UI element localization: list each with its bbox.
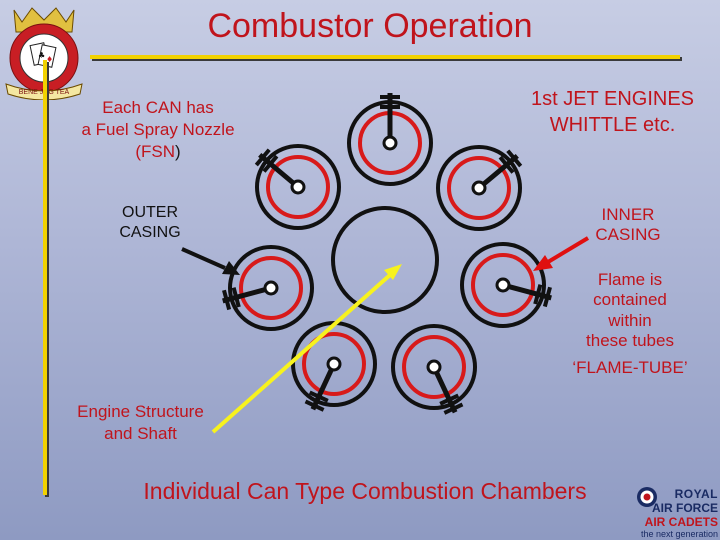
fuel-spray-nozzle <box>310 368 334 411</box>
jet-label-line2: WHITTLE etc. <box>549 114 676 137</box>
svg-text:♣: ♣ <box>38 51 45 60</box>
fsn-label: Each CAN has a Fuel Spray Nozzle (FSN) <box>58 97 258 162</box>
engine-structure-arrow <box>211 264 402 434</box>
title-divider-vertical <box>43 60 47 495</box>
fsn-close-paren: ) <box>175 141 181 161</box>
outer-label-line2: CASING <box>119 223 181 241</box>
raf-logo-line2: AIR FORCE <box>652 501 718 515</box>
flame-label-line5: ‘FLAME-TUBE’ <box>572 357 688 377</box>
engine-label-line1: Engine Structure <box>77 402 204 421</box>
slide-caption: Individual Can Type Combustion Chambers <box>143 478 587 504</box>
fuel-spray-nozzle <box>222 287 266 304</box>
combustion-can <box>254 144 341 230</box>
svg-text:♦: ♦ <box>46 55 53 64</box>
fsn-abbr: FSN <box>141 141 175 161</box>
engine-shaft-circle <box>331 206 439 314</box>
fsn-open-paren: ( <box>135 141 141 161</box>
raf-air-cadets-logo: ROYAL AIR FORCE AIR CADETS the next gene… <box>632 482 720 540</box>
combustion-can <box>222 245 314 331</box>
combustion-can <box>291 321 377 412</box>
fuel-spray-nozzle <box>481 153 519 187</box>
combustion-cans <box>222 93 552 415</box>
flame-label-line1: Flame is <box>597 270 663 289</box>
fuel-spray-nozzle <box>508 284 552 301</box>
fuel-spray-nozzle <box>434 371 458 414</box>
slide-title: Combustor Operation <box>207 7 533 45</box>
fuel-spray-nozzle <box>258 152 296 186</box>
combustion-can <box>436 145 523 231</box>
jet-engines-label: 1st JET ENGINES WHITTLE etc. <box>505 86 720 139</box>
inner-casing-arrow <box>533 236 590 271</box>
raf-logo-line3: AIR CADETS <box>644 515 718 529</box>
outer-casing-arrow <box>181 247 240 275</box>
fsn-label-line2: a Fuel Spray Nozzle <box>81 119 235 139</box>
title-divider-horizontal <box>90 55 680 59</box>
engine-structure-label: Engine Structure and Shaft <box>58 401 223 445</box>
combustion-can <box>460 242 552 328</box>
engine-label-line2: and Shaft <box>104 424 177 444</box>
combustion-can <box>391 324 477 415</box>
outer-casing-label: OUTER CASING <box>100 203 200 242</box>
outer-label-line1: OUTER <box>122 204 178 221</box>
inner-label-line1: INNER <box>601 205 655 224</box>
flame-label-line2: contained <box>593 290 667 310</box>
flame-tube-label: Flame is contained within these tubes ‘F… <box>560 270 700 378</box>
inner-label-line2: CASING <box>595 225 661 245</box>
combustion-can <box>347 93 433 186</box>
raf-roundel-icon <box>637 487 657 507</box>
inner-casing-label: INNER CASING <box>583 205 673 246</box>
raf-logo-line1: ROYAL <box>674 487 718 501</box>
jet-label-line1: 1st JET ENGINES <box>530 88 694 110</box>
raf-logo-line4: the next generation <box>640 529 718 539</box>
flame-label-line3: within <box>608 310 652 330</box>
flame-label-line4: these tubes <box>586 331 674 351</box>
fsn-label-line1: Each CAN has <box>102 98 214 117</box>
